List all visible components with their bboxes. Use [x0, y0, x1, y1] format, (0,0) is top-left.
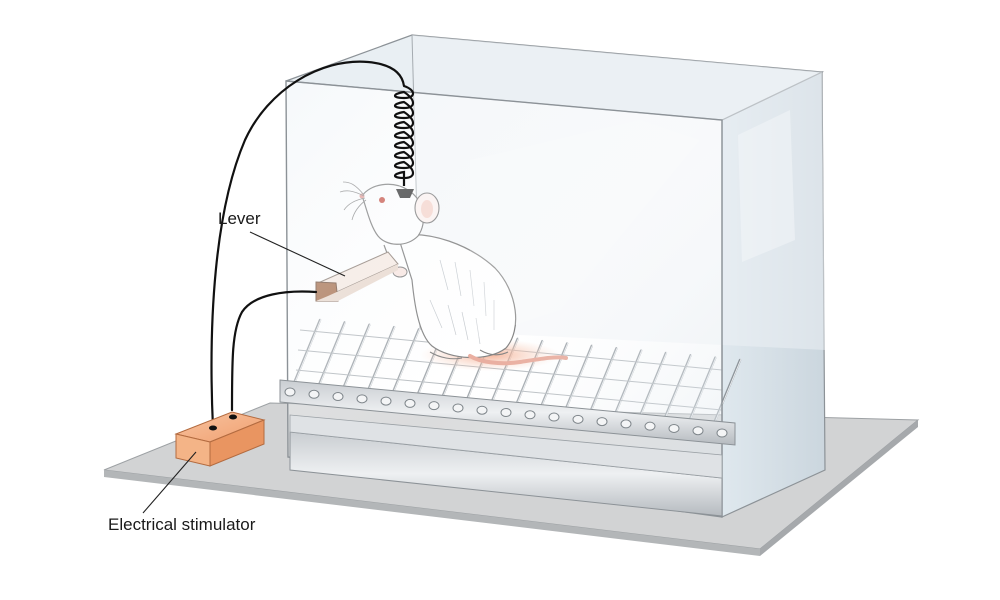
rail-bolt: [476, 405, 488, 415]
electrical-stimulator: [174, 411, 266, 467]
rail-bolt: [668, 423, 680, 433]
leader-lines: [142, 231, 346, 514]
waste-tray: [289, 414, 723, 517]
electrode-lead-coil: [393, 84, 415, 186]
rail-bolt: [716, 428, 728, 438]
rail-bolt: [452, 403, 464, 413]
rail-bolt: [404, 398, 416, 408]
rail-bolt: [596, 417, 608, 427]
rail-bolt: [356, 394, 368, 404]
coil-spring: [393, 84, 415, 186]
rail-bolt: [548, 412, 560, 422]
rail-bolt: [284, 387, 296, 397]
wires: [210, 60, 406, 430]
rail-bolt: [332, 392, 344, 402]
grid-rail: [279, 379, 736, 446]
rail-bolt: [620, 419, 632, 429]
rail-bolt: [500, 408, 512, 417]
rail-bolt: [692, 426, 704, 436]
rail-bolt: [308, 389, 320, 399]
rail-bolt: [380, 396, 392, 406]
rail-bolt: [524, 410, 536, 420]
rail-bolt: [428, 401, 440, 411]
electrical-stimulator-label: Electrical stimulator: [108, 515, 256, 534]
lever-label: Lever: [218, 209, 261, 228]
rail-bolt: [644, 421, 656, 431]
rail-bolt: [572, 414, 584, 424]
